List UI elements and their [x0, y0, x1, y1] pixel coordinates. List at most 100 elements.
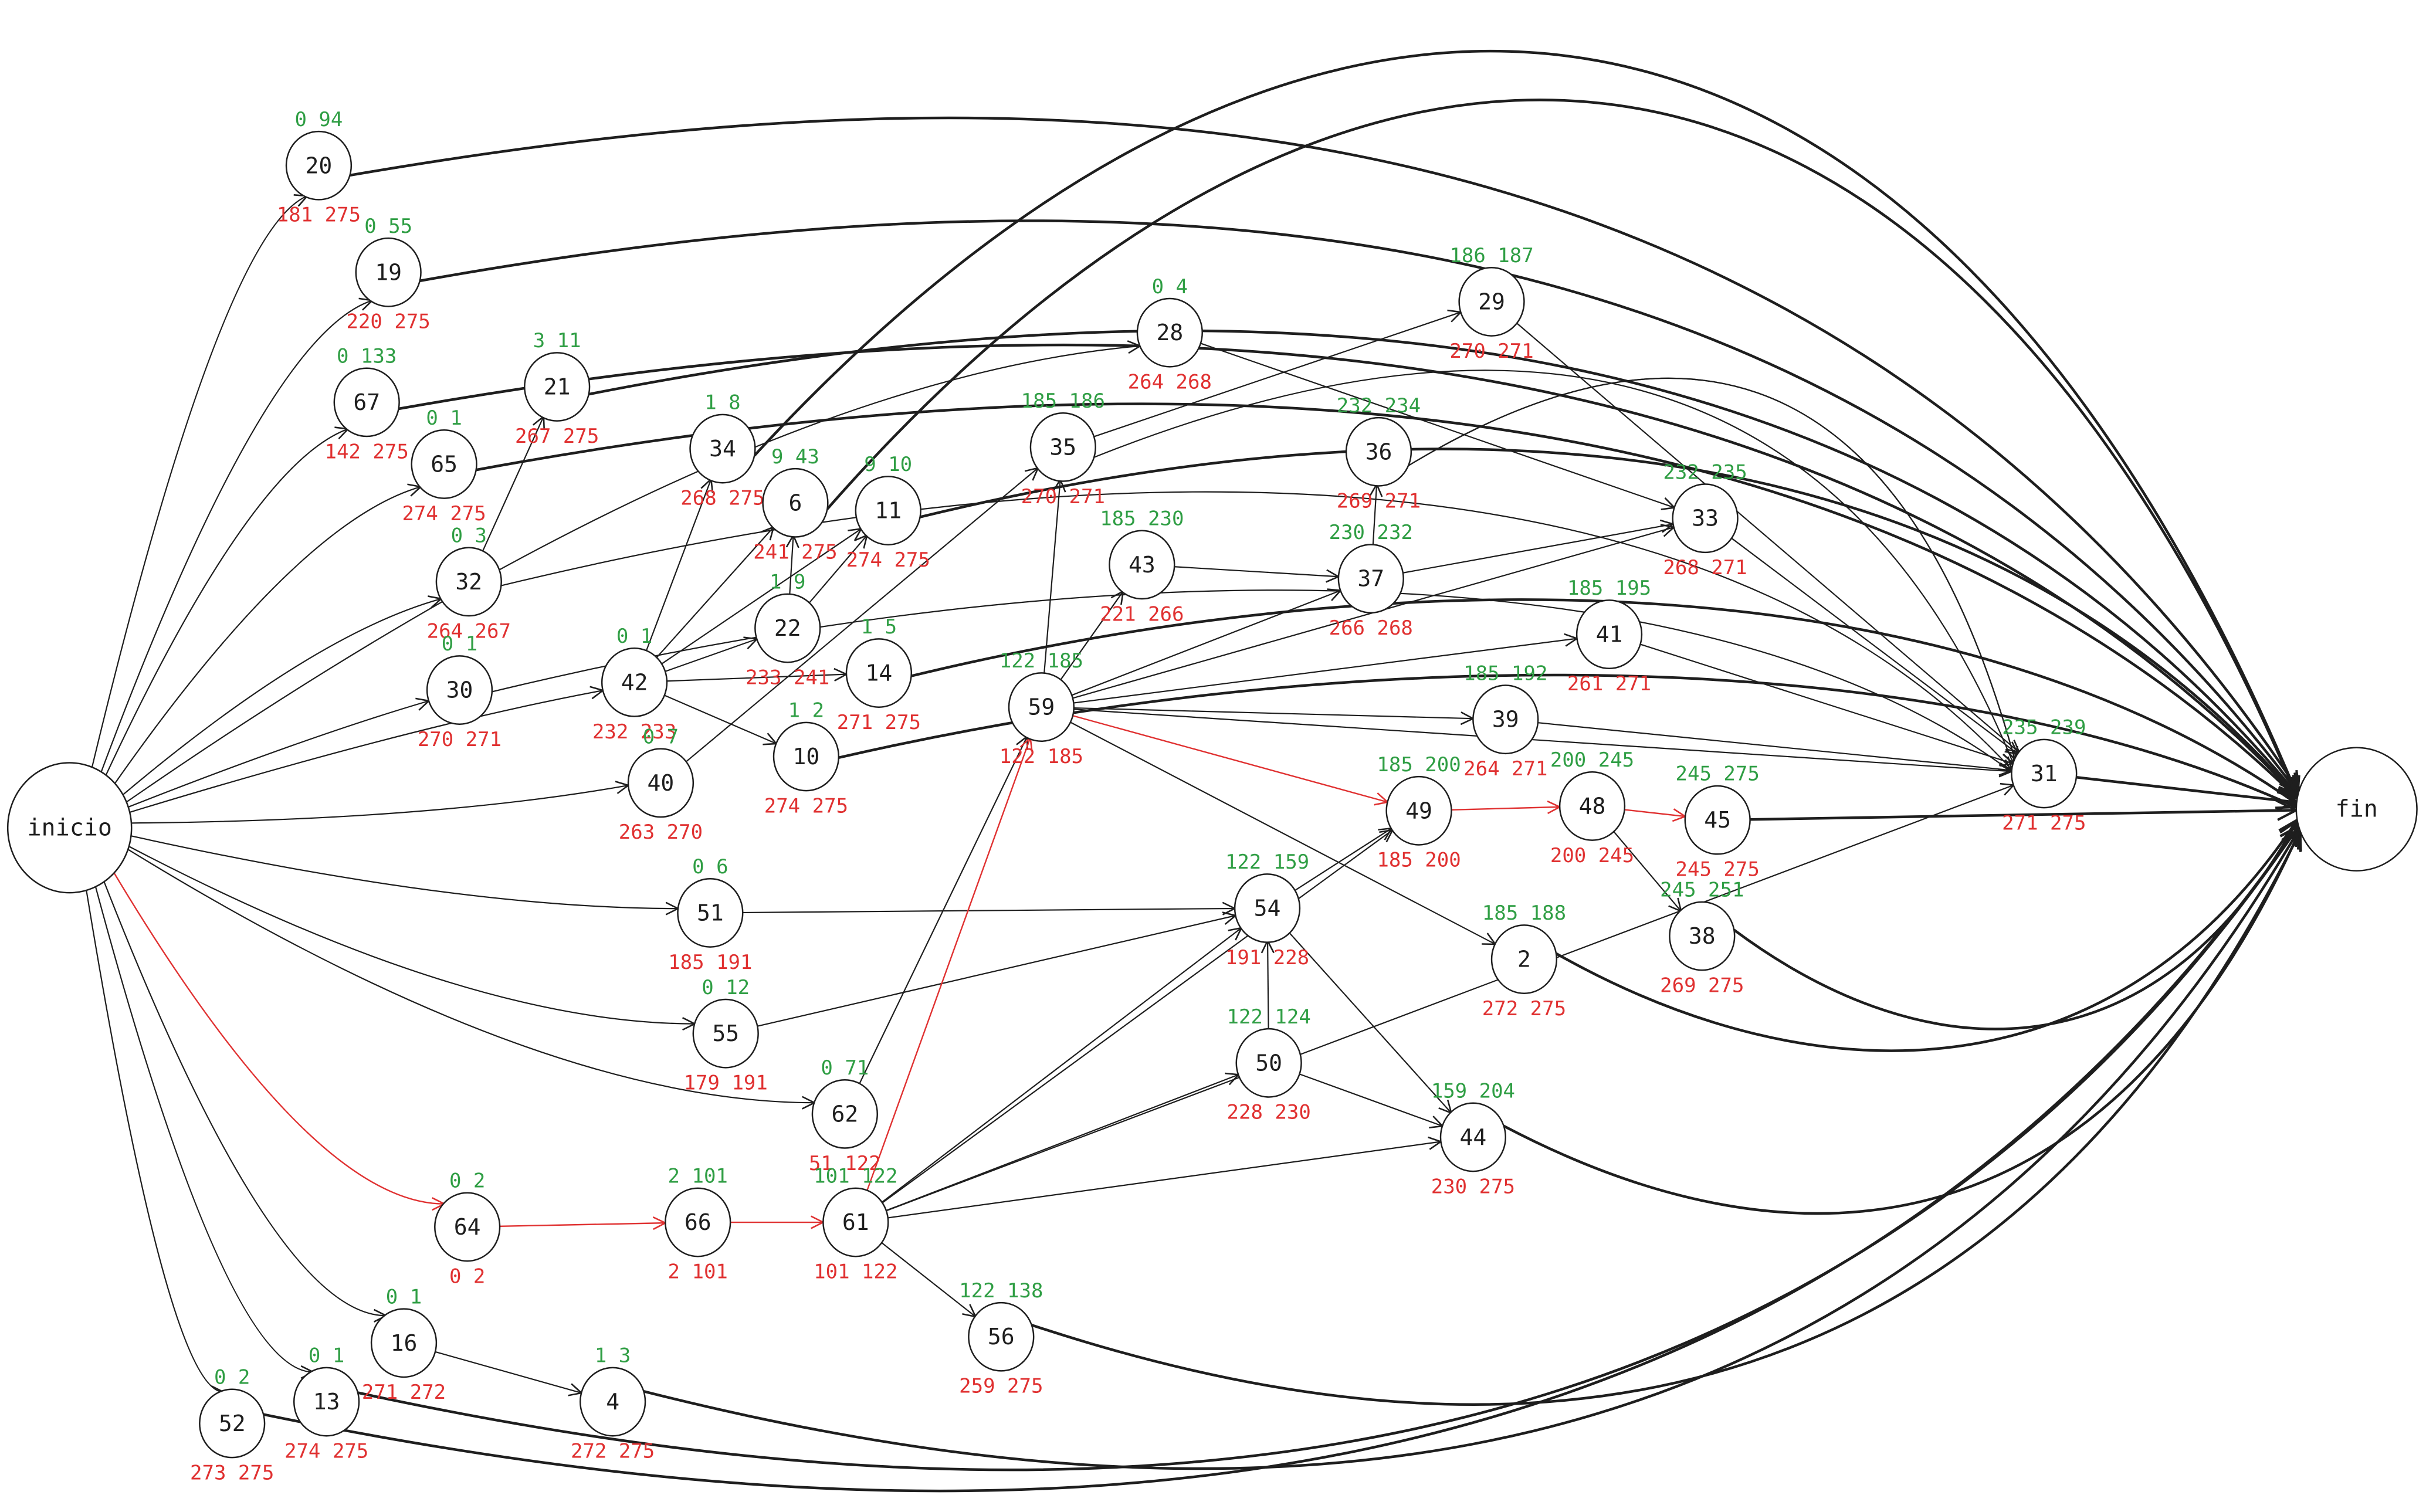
early-times: 0 7	[643, 725, 679, 748]
edge-61-to-31	[886, 785, 2014, 1212]
node-inicio[interactable]: inicio	[6, 762, 133, 894]
early-times: 0 94	[294, 108, 343, 131]
node-circle	[601, 647, 668, 717]
node-64[interactable]: 640 20 2	[434, 1169, 501, 1289]
edge-32-to-21	[482, 416, 544, 552]
late-times: 271 275	[837, 711, 921, 734]
early-times: 185 200	[1377, 753, 1461, 777]
edge-10-to-fin	[838, 673, 2296, 807]
node-circle	[1684, 785, 1751, 855]
node-label: 37	[1357, 566, 1384, 592]
early-times: 0 1	[426, 406, 462, 430]
edge-inicio-to-32	[121, 599, 442, 796]
node-label: 44	[1459, 1124, 1486, 1150]
late-times: 274 275	[764, 794, 848, 818]
early-times: 0 1	[309, 1344, 344, 1368]
node-label: 64	[454, 1214, 481, 1240]
late-times: 230 275	[1431, 1175, 1515, 1198]
node-label: 35	[1049, 434, 1076, 460]
edge-6-to-fin	[826, 99, 2297, 798]
edge-37-to-33	[1402, 524, 1673, 574]
node-circle	[762, 467, 829, 538]
edge-inicio-to-52	[85, 887, 223, 1392]
edge-42-to-14	[666, 674, 846, 682]
node-circle	[2011, 738, 2078, 809]
node-label: 66	[685, 1209, 711, 1235]
late-times: 274 275	[284, 1439, 368, 1463]
edge-22-to-6	[790, 535, 793, 596]
node-label: 29	[1478, 289, 1505, 314]
node-circle	[293, 1367, 360, 1437]
node-circle	[968, 1301, 1035, 1372]
node-label: 62	[831, 1101, 858, 1127]
node-circle	[1345, 416, 1412, 487]
node-fin[interactable]: fin	[2295, 747, 2418, 872]
edge-inicio-to-30	[127, 701, 429, 808]
node-label: 4	[606, 1389, 619, 1415]
late-times: 270 271	[1021, 485, 1105, 508]
node-circle	[1109, 530, 1175, 600]
edge-inicio-to-16	[103, 879, 386, 1316]
node-label: 43	[1129, 552, 1156, 578]
late-times: 259 275	[959, 1375, 1043, 1398]
early-times: 0 1	[616, 625, 652, 648]
edge-59-to-49	[1072, 715, 1388, 802]
late-times: 268 275	[680, 486, 764, 510]
late-times: 185 191	[668, 951, 752, 974]
node-label: 21	[544, 374, 571, 400]
edge-20-to-fin	[349, 116, 2299, 791]
node-label: 39	[1492, 707, 1519, 733]
edge-41-to-31	[1639, 643, 2013, 764]
node-circle	[1472, 684, 1539, 755]
node-circle	[411, 429, 477, 499]
early-times: 0 6	[692, 855, 728, 879]
node-label: 45	[1704, 807, 1731, 833]
early-times: 0 2	[214, 1366, 250, 1389]
